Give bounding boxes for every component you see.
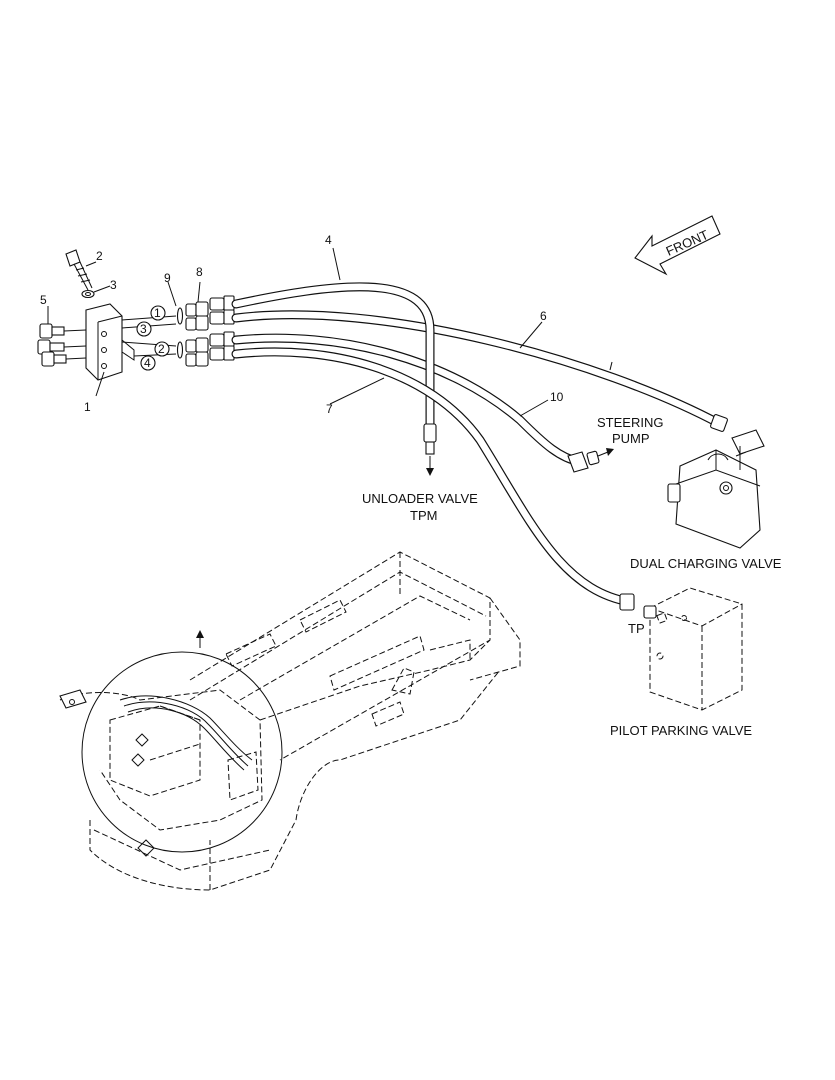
unloader-valve-label: UNLOADER VALVE bbox=[362, 491, 478, 506]
bolt bbox=[65, 249, 93, 291]
callout-2: 2 bbox=[96, 249, 103, 263]
callout-4: 4 bbox=[325, 233, 332, 247]
adapter-fittings bbox=[185, 301, 209, 367]
washer bbox=[81, 289, 95, 299]
left-fittings bbox=[37, 323, 87, 367]
hose-7 bbox=[231, 347, 635, 607]
steering-label: STEERING bbox=[597, 415, 663, 430]
manifold-block bbox=[85, 303, 135, 381]
hose-6 bbox=[231, 310, 725, 429]
tpm-label: TPM bbox=[410, 508, 437, 523]
callout-9: 9 bbox=[164, 271, 171, 285]
hose-4 bbox=[231, 282, 435, 435]
front-arrow: FRONT bbox=[634, 215, 721, 276]
hose-10 bbox=[231, 333, 585, 467]
dual-charging-valve-label: DUAL CHARGING VALVE bbox=[630, 556, 782, 571]
callout-5: 5 bbox=[40, 293, 47, 307]
callout-1: 1 bbox=[84, 400, 91, 414]
hose-end-fittings bbox=[209, 295, 235, 361]
circled-keys bbox=[136, 305, 170, 371]
leader-lines bbox=[47, 247, 613, 417]
callout-6: 6 bbox=[540, 309, 547, 323]
circled-key-2: 2 bbox=[158, 342, 165, 356]
dual-charging-valve bbox=[667, 414, 765, 549]
o-rings bbox=[176, 307, 184, 359]
detail-circle bbox=[59, 630, 283, 857]
circled-key-3: 3 bbox=[140, 322, 147, 336]
unloader-hose-end bbox=[423, 423, 437, 476]
pilot-parking-valve-label: PILOT PARKING VALVE bbox=[610, 723, 752, 738]
circled-key-4: 4 bbox=[144, 356, 151, 370]
callout-3: 3 bbox=[110, 278, 117, 292]
callout-10: 10 bbox=[550, 390, 564, 404]
tp-label: TP bbox=[628, 621, 645, 636]
pilot-parking-valve bbox=[619, 587, 743, 711]
pump-label: PUMP bbox=[612, 431, 650, 446]
callout-7: 7 bbox=[326, 402, 333, 416]
circled-key-1: 1 bbox=[154, 306, 161, 320]
steering-hose-end bbox=[567, 448, 614, 473]
callout-8: 8 bbox=[196, 265, 203, 279]
machine-frame bbox=[89, 551, 521, 891]
